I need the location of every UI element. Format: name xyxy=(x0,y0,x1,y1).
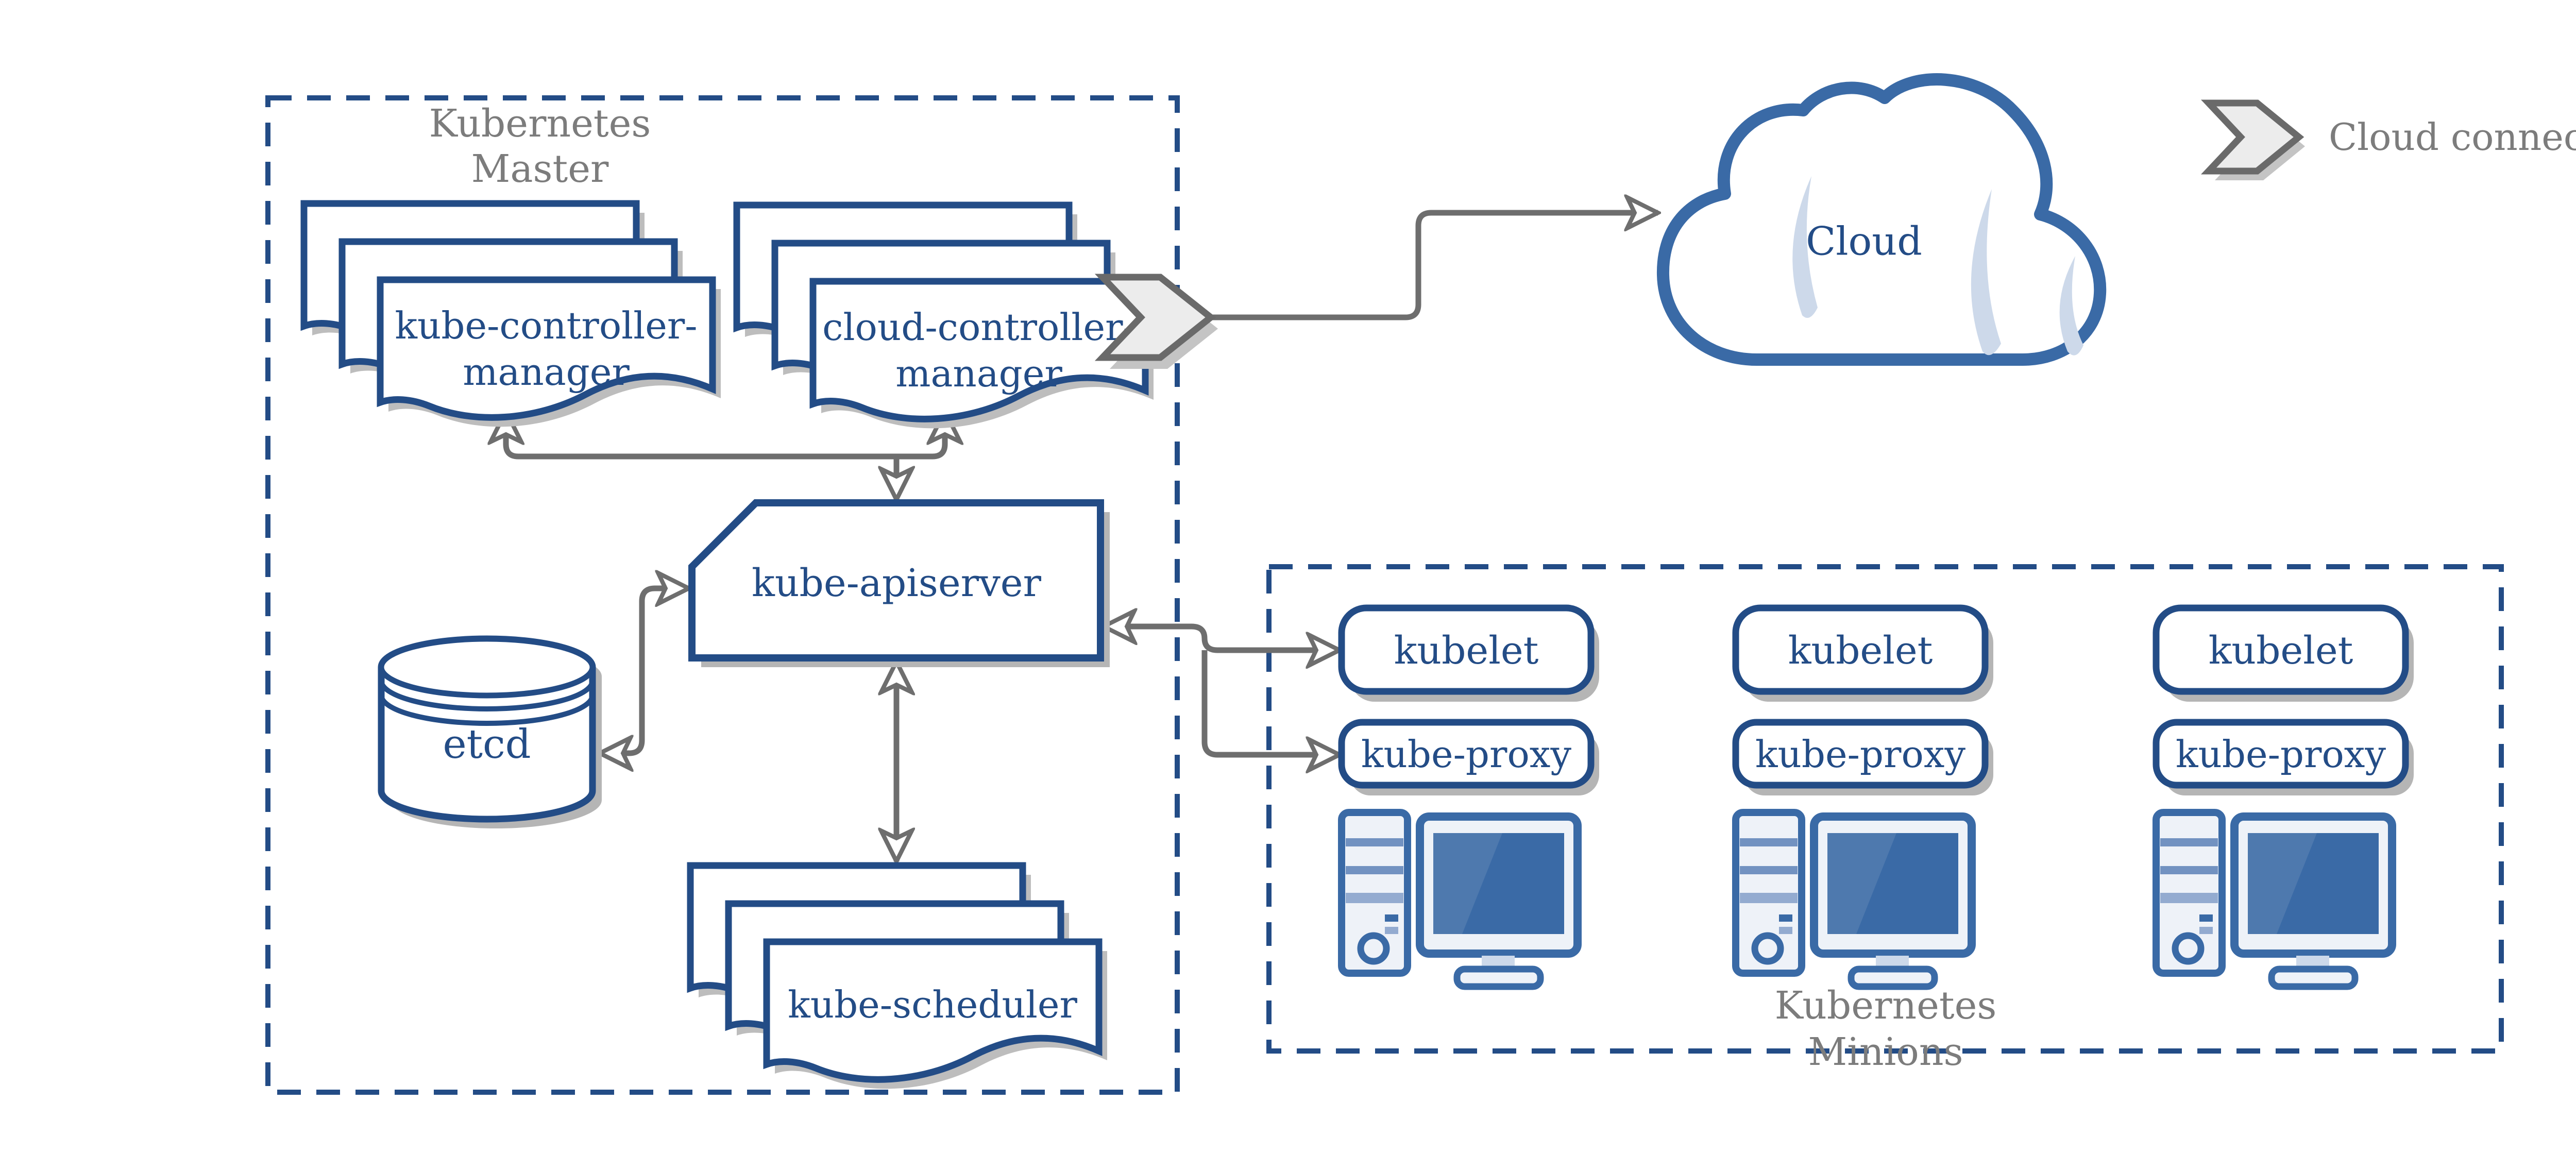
legend-label: Cloud connector xyxy=(2329,115,2576,159)
apiserver-card-icon xyxy=(688,499,1104,662)
minions-title-line1: Kubernetes xyxy=(1775,984,1997,1028)
cylinder-ring-icon xyxy=(379,694,595,726)
kube-proxy-node xyxy=(2153,719,2409,789)
master-boundary xyxy=(265,95,1180,1095)
cloud-shine-icon xyxy=(1792,176,1818,318)
kube-proxy-node xyxy=(1338,719,1595,789)
chevron-arrow-icon xyxy=(2200,99,2304,175)
document-page xyxy=(809,278,1149,422)
kube-controller-manager-label-line1: kube-controller- xyxy=(395,304,697,347)
kubelet-label: kubelet xyxy=(1788,629,1933,673)
kube-scheduler-label: kube-scheduler xyxy=(788,983,1077,1026)
kube-apiserver-node: kube-apiserver xyxy=(688,499,1110,667)
kube-controller-manager-label-line2: manager xyxy=(463,350,630,394)
kube-proxy-label: kube-proxy xyxy=(1755,733,1965,776)
kube-controller-manager-node: kube-controller- manager xyxy=(300,200,721,427)
cloud-shine-icon xyxy=(2059,256,2083,355)
chevron-arrow-icon xyxy=(1094,274,1216,361)
kubelet-label: kubelet xyxy=(1394,629,1539,673)
master-title-line1: Kubernetes xyxy=(429,101,651,146)
cloud-controller-manager-label-line1: cloud-controller- xyxy=(822,306,1136,349)
arrow-apiserver-kubelet xyxy=(1104,626,1340,650)
minions-title-line2: Minions xyxy=(1808,1030,1963,1074)
workstation-icon xyxy=(1736,812,1972,987)
etcd-node: etcd xyxy=(378,635,602,828)
minions-boundary xyxy=(1266,564,2504,1054)
arrow-chevron-to-cloud xyxy=(1211,213,1658,320)
kube-proxy-label: kube-proxy xyxy=(1361,733,1571,776)
cloud-icon xyxy=(1656,73,2107,366)
kubelet-node xyxy=(1338,604,1595,695)
document-page xyxy=(377,276,716,421)
document-page xyxy=(763,938,1103,1083)
kube-proxy-label: kube-proxy xyxy=(2176,733,2386,776)
cloud-connector-chevron-icon xyxy=(1094,274,1218,369)
arrow-apiserver-kube-proxy xyxy=(1201,650,1340,755)
cylinder-lid-icon xyxy=(378,636,596,699)
legend-cloud-connector: Cloud connector xyxy=(2200,99,2576,180)
workstation-icon xyxy=(2156,812,2392,987)
cloud-controller-manager-node: cloud-controller- manager xyxy=(733,201,1154,429)
cloud-controller-manager-label-line2: manager xyxy=(895,352,1062,395)
arrow-apiserver-etcd xyxy=(600,588,689,753)
minion-column: kubelet kube-proxy xyxy=(1338,604,1599,987)
minion-column: kubelet kube-proxy xyxy=(2153,604,2414,987)
kubelet-label: kubelet xyxy=(2209,629,2353,673)
master-title-line2: Master xyxy=(471,147,609,191)
kube-scheduler-node: kube-scheduler xyxy=(687,862,1107,1089)
kube-apiserver-label: kube-apiserver xyxy=(752,561,1042,605)
minion-column: kubelet kube-proxy xyxy=(1732,604,1993,987)
arrow-controllers-bar xyxy=(506,411,945,460)
etcd-label: etcd xyxy=(443,721,531,768)
kubelet-node xyxy=(2153,604,2409,695)
cylinder-ring-icon xyxy=(379,680,595,711)
cloud-shine-icon xyxy=(1971,189,2001,355)
workstation-icon xyxy=(1342,812,1578,987)
kubelet-node xyxy=(1732,604,1989,695)
cloud-label: Cloud xyxy=(1806,218,1922,264)
cloud-node: Cloud xyxy=(1656,73,2107,366)
kube-proxy-node xyxy=(1732,719,1989,789)
